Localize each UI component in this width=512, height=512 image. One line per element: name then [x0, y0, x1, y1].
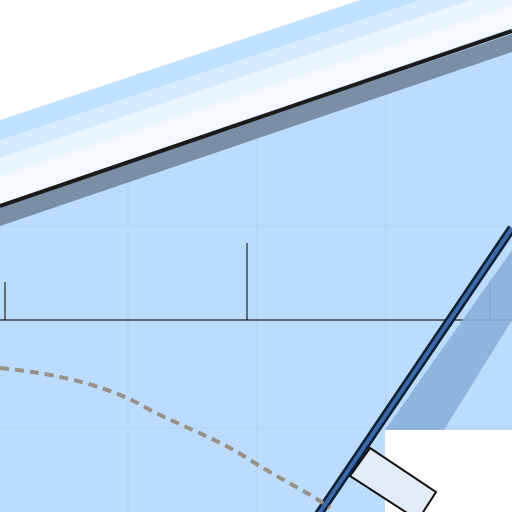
diagonal-leg: [314, 225, 512, 512]
window-band: [0, 0, 512, 226]
band-shadow: [0, 34, 512, 226]
leg-inner-stroke: [317, 226, 512, 512]
dashed-trajectory: [0, 366, 332, 510]
band-stripe-4: [0, 5, 512, 204]
leg-shadow-wedge: [385, 250, 512, 430]
base-block: [348, 446, 438, 512]
band-edge-line: [0, 29, 512, 208]
